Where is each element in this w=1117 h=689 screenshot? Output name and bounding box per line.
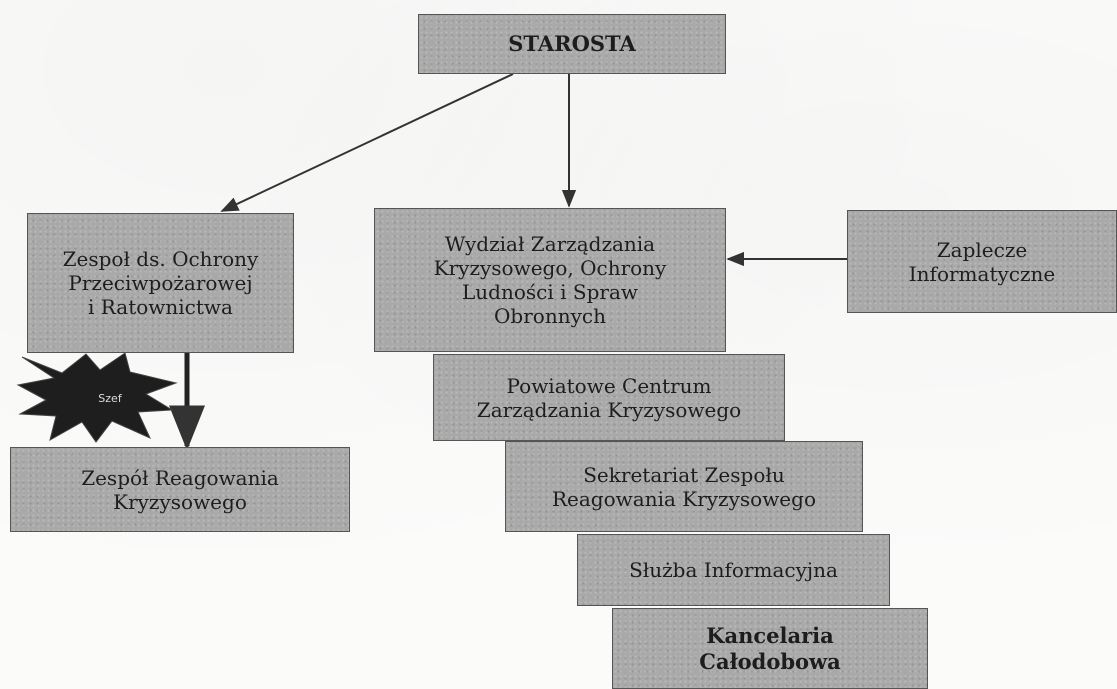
node-pczk: Powiatowe Centrum Zarządzania Kryzysoweg…: [433, 354, 785, 441]
starburst-label: Szef: [98, 391, 122, 405]
node-zaplecze: Zaplecze Informatyczne: [847, 210, 1117, 313]
node-zespol-ochrony: Zespoł ds. Ochrony Przeciwpożarowej i Ra…: [27, 213, 294, 353]
node-starosta: STAROSTA: [418, 14, 726, 74]
node-sluzba: Służba Informacyjna: [577, 534, 890, 606]
starburst-shape: [16, 352, 178, 443]
arrow-starosta-to-zespol-ochrony: [220, 73, 514, 212]
node-sekretariat: Sekretariat Zespołu Reagowania Kryzysowe…: [505, 441, 863, 532]
node-zespol-reagowania: Zespół Reagowania Kryzysowego: [10, 447, 350, 532]
node-wydzial: Wydział Zarządzania Kryzysowego, Ochrony…: [374, 208, 726, 352]
node-kancelaria: Kancelaria Całodobowa: [612, 608, 928, 689]
